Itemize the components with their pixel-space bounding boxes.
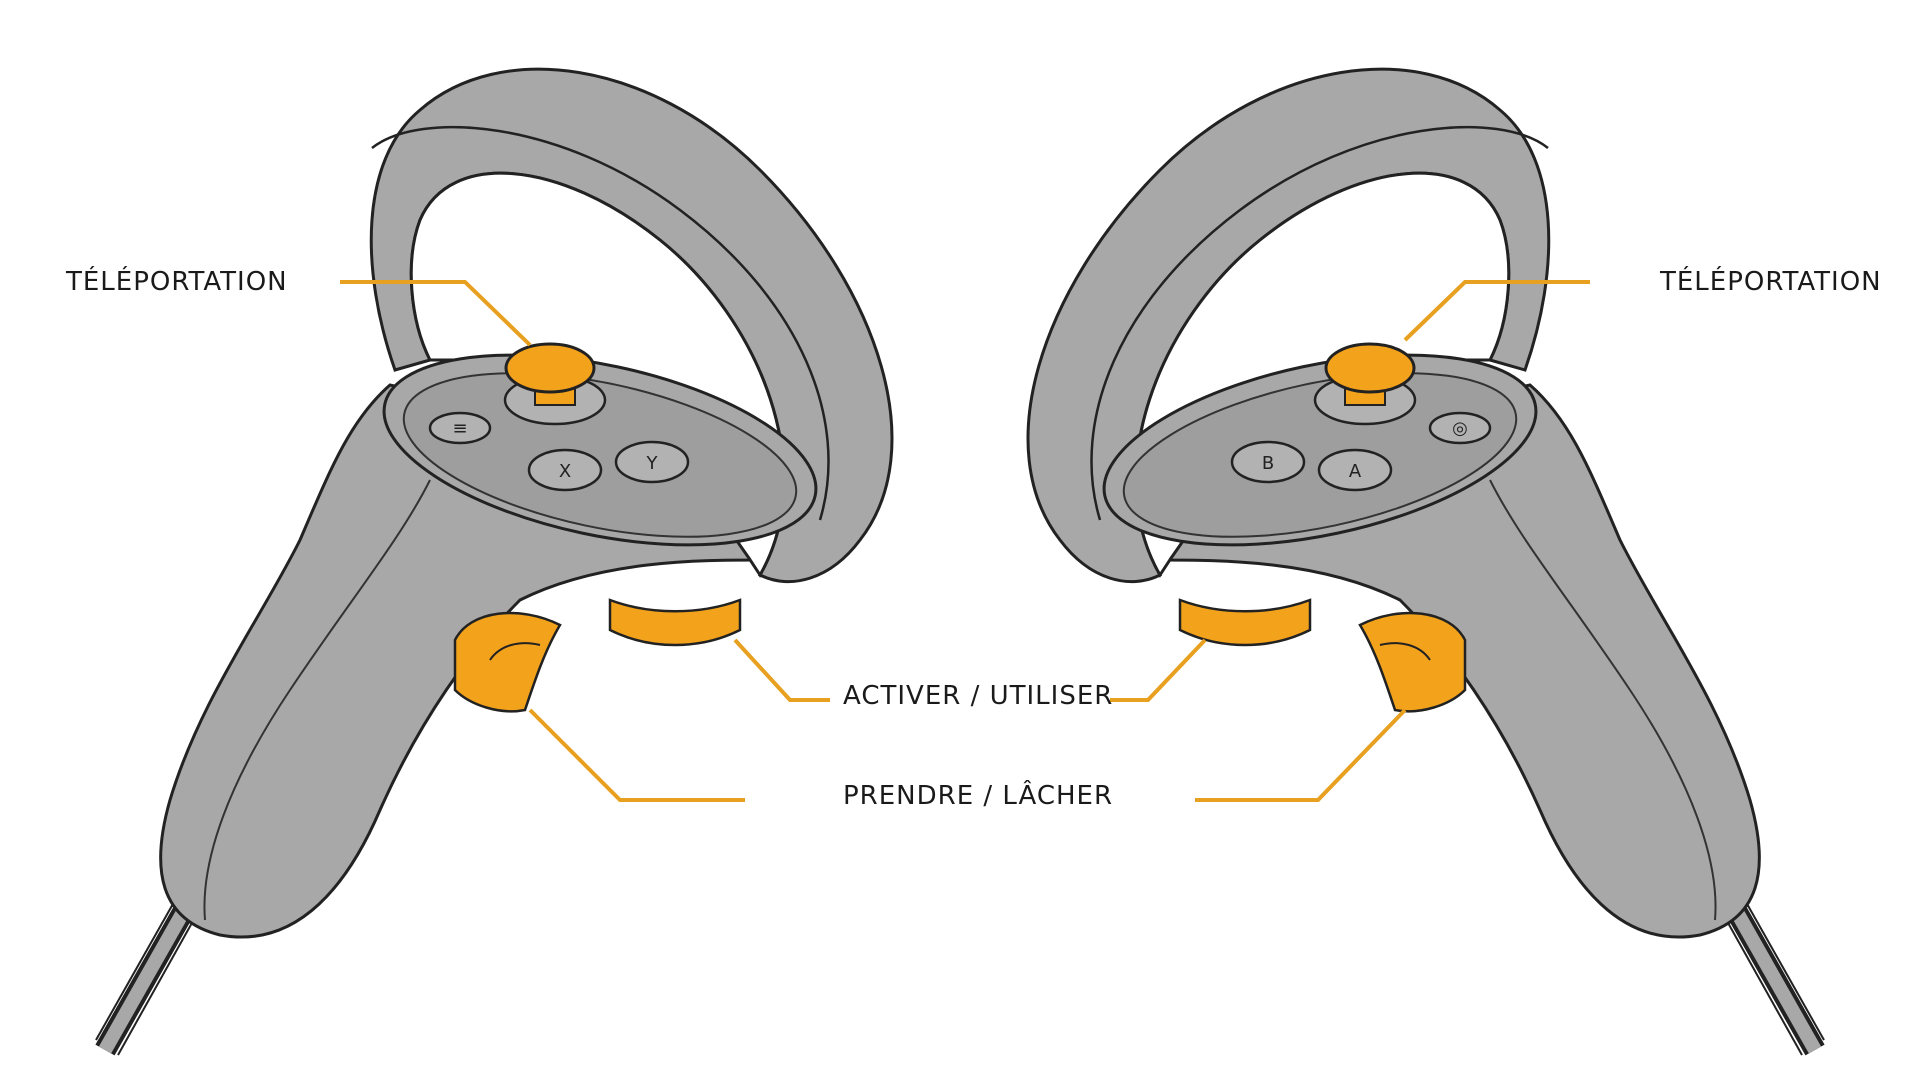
leader-grab-right	[1195, 710, 1405, 800]
left-controller	[96, 69, 892, 1055]
label-grab-release: PRENDRE / LÂCHER	[843, 781, 1113, 811]
leader-activate-left	[735, 640, 830, 700]
label-teleport-right: TÉLÉPORTATION	[1660, 267, 1882, 297]
label-activate-use: ACTIVER / UTILISER	[843, 681, 1113, 711]
leader-grab-left	[530, 710, 745, 800]
label-teleport-left: TÉLÉPORTATION	[66, 267, 288, 297]
right-controller	[1028, 69, 1824, 1055]
leader-activate-right	[1110, 640, 1205, 700]
